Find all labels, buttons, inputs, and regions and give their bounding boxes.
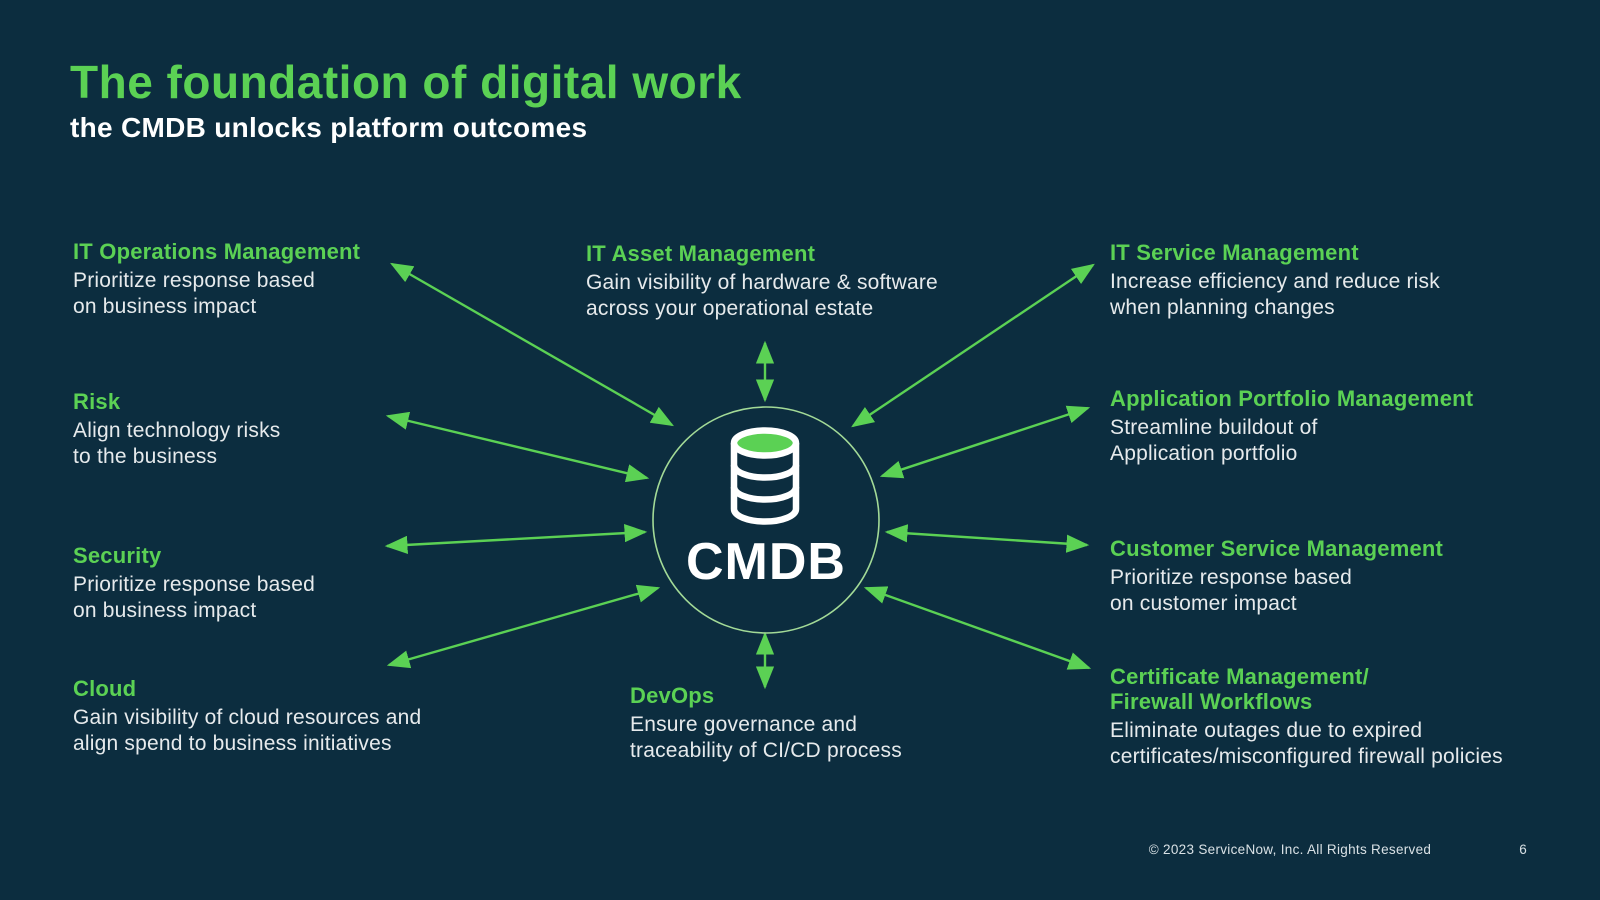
node-certificate-management-firewall-workflows: Certificate Management/ Firewall Workflo… [1110, 664, 1503, 770]
node-cloud: Cloud Gain visibility of cloud resources… [73, 676, 421, 757]
database-icon [730, 427, 800, 525]
node-description: Prioritize response based on customer im… [1110, 566, 1352, 615]
node-description: Prioritize response based on business im… [73, 269, 315, 318]
page-subtitle: the CMDB unlocks platform outcomes [70, 112, 588, 143]
node-description: Ensure governance and traceability of CI… [630, 713, 902, 762]
node-devops: DevOps Ensure governance and traceabilit… [630, 683, 902, 764]
node-description: Streamline buildout of Application portf… [1110, 416, 1318, 465]
node-description: Gain visibility of cloud resources and a… [73, 706, 422, 755]
node-customer-service-management: Customer Service Management Prioritize r… [1110, 536, 1443, 617]
node-title: DevOps [630, 683, 715, 708]
node-title: Cloud [73, 676, 137, 701]
node-description: Increase efficiency and reduce risk when… [1110, 270, 1440, 319]
page-number: 6 [1519, 842, 1527, 857]
node-title: Customer Service Management [1110, 536, 1444, 561]
node-security: Security Prioritize response based on bu… [73, 543, 315, 624]
node-it-asset-management: IT Asset Management Gain visibility of h… [586, 241, 938, 322]
node-it-service-management: IT Service Management Increase efficienc… [1110, 240, 1440, 321]
node-title: IT Asset Management [586, 241, 816, 266]
arrow-cert-cmdb [863, 586, 1092, 670]
cmdb-circle [652, 406, 880, 634]
node-title: IT Operations Management [73, 239, 361, 264]
node-description: Eliminate outages due to expired certifi… [1110, 719, 1503, 768]
copyright-text: © 2023 ServiceNow, Inc. All Rights Reser… [1148, 842, 1432, 857]
arrow-security-cmdb [384, 524, 648, 554]
node-risk: Risk Align technology risks to the busin… [73, 389, 281, 470]
node-title: Application Portfolio Management [1110, 386, 1474, 411]
node-description: Align technology risks to the business [73, 419, 281, 468]
page-title: The foundation of digital work [70, 56, 742, 108]
cmdb-label: CMDB [686, 533, 846, 591]
node-title: Certificate Management/ Firewall Workflo… [1110, 664, 1369, 714]
node-title: Security [73, 543, 162, 568]
arrow-cloud-cmdb [386, 584, 661, 669]
node-description: Prioritize response based on business im… [73, 573, 315, 622]
node-title: IT Service Management [1110, 240, 1359, 265]
node-description: Gain visibility of hardware & software a… [586, 271, 938, 320]
arrow-risk-cmdb [385, 411, 650, 483]
node-application-portfolio-management: Application Portfolio Management Streaml… [1110, 386, 1473, 467]
arrow-csm-cmdb [884, 524, 1090, 553]
node-title: Risk [73, 389, 121, 414]
arrow-apm-cmdb [879, 405, 1091, 479]
node-it-operations-management: IT Operations Management Prioritize resp… [73, 239, 360, 320]
